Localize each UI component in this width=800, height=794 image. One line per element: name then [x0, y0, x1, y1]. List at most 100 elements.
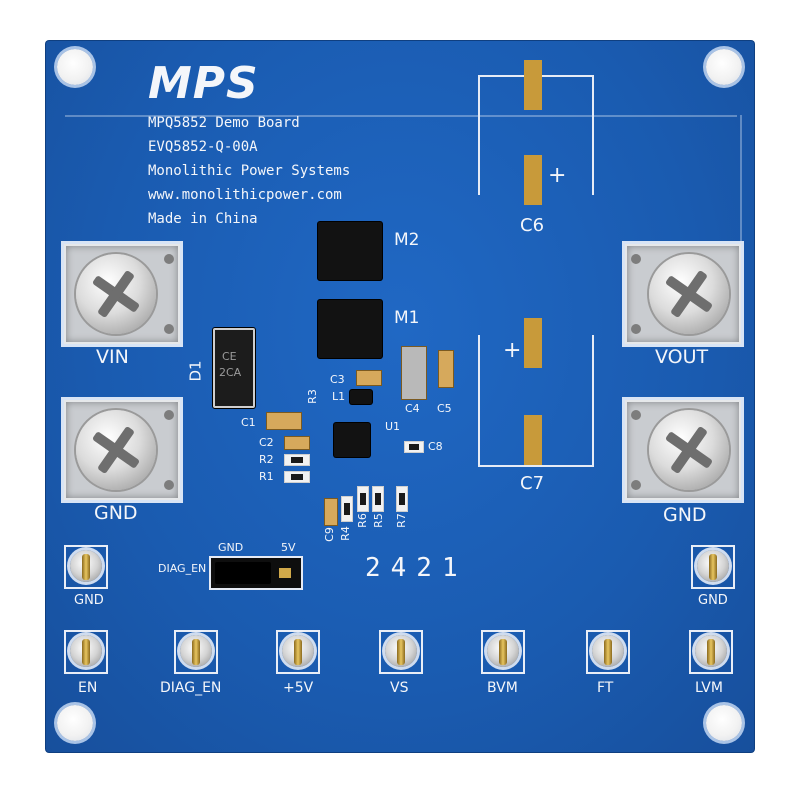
tp-bvm-label: BVM: [487, 680, 518, 696]
c9-part: [324, 498, 338, 526]
c9-label: C9: [322, 527, 336, 542]
tp-gnd-right-label: GND: [698, 593, 728, 608]
tp-gnd-right[interactable]: [697, 550, 729, 582]
mps-logo: MPS: [148, 58, 259, 109]
c1-part: [266, 412, 302, 430]
c3-label: C3: [330, 373, 345, 386]
tp-lvm-label: LVM: [695, 680, 723, 696]
terminal-vin-label: VIN: [96, 346, 129, 368]
c5-label: C5: [437, 402, 452, 415]
c7-pad-top: [524, 318, 542, 368]
mosfet-m2: [318, 222, 382, 280]
board-info-line1: MPQ5852 Demo Board: [148, 115, 300, 131]
c7-pad-bottom: [524, 415, 542, 465]
u1-label: U1: [385, 420, 401, 433]
r1-part: [284, 471, 310, 483]
r4-part: [341, 496, 353, 522]
d1-marking-top: CE: [222, 350, 237, 363]
tp-vs-frame: [379, 630, 423, 674]
c5-part: [438, 350, 454, 388]
board-trace-top: [65, 115, 737, 117]
c7-plus: +: [503, 338, 522, 363]
tp-5v-frame: [276, 630, 320, 674]
c6-label: C6: [520, 215, 545, 236]
c6-plus: +: [548, 163, 567, 188]
r5-part: [372, 486, 384, 512]
terminal-gnd-left-label: GND: [94, 502, 138, 524]
jumper-diag-en-label: DIAG_EN: [158, 562, 207, 575]
tp-vs-label: VS: [390, 680, 409, 696]
tp-lvm-frame: [689, 630, 733, 674]
l1-label: L1: [332, 390, 346, 403]
c8-label: C8: [428, 440, 443, 453]
tp-ft-frame: [586, 630, 630, 674]
tp-5v[interactable]: [282, 635, 314, 667]
d1-marking-bottom: 2CA: [219, 366, 242, 379]
tp-bvm-frame: [481, 630, 525, 674]
mounting-hole-bottom-right: [706, 705, 742, 741]
tp-en-frame: [64, 630, 108, 674]
c1-label: C1: [241, 416, 256, 429]
r3-label: R3: [305, 389, 319, 404]
board-trace-divider: [740, 115, 742, 327]
tp-bvm[interactable]: [487, 635, 519, 667]
tp-en[interactable]: [70, 635, 102, 667]
jumper-header[interactable]: [209, 556, 303, 590]
tp-gnd-left[interactable]: [70, 550, 102, 582]
mounting-hole-top-right: [706, 49, 742, 85]
r5-label: R5: [371, 513, 385, 528]
terminal-vout-label: VOUT: [655, 346, 709, 368]
mounting-hole-top-left: [57, 49, 93, 85]
jumper-shunt[interactable]: [215, 562, 271, 584]
m2-label: M2: [394, 230, 420, 250]
jumper-gnd-label: GND: [218, 541, 244, 554]
c2-part: [284, 436, 310, 450]
c6-pad-top: [524, 60, 542, 110]
c6-pad-bottom: [524, 155, 542, 205]
tp-5v-label: +5V: [283, 680, 314, 696]
c7-outline: [478, 335, 594, 467]
m1-label: M1: [394, 308, 420, 328]
mounting-hole-bottom-left: [57, 705, 93, 741]
r7-part: [396, 486, 408, 512]
screw-vin: [76, 254, 156, 334]
tp-diag-en-frame: [174, 630, 218, 674]
board-info-line4: www.monolithicpower.com: [148, 187, 342, 203]
r4-label: R4: [338, 526, 352, 541]
jumper-pin: [279, 568, 291, 578]
r1-label: R1: [259, 470, 274, 483]
d1-label: D1: [186, 360, 205, 382]
r2-label: R2: [259, 453, 274, 466]
terminal-gnd-right[interactable]: [625, 400, 741, 500]
tp-gnd-right-frame: [691, 545, 735, 589]
mosfet-m1: [318, 300, 382, 358]
tp-gnd-left-label: GND: [74, 593, 104, 608]
c7-label: C7: [520, 473, 545, 494]
controller-u1: [334, 423, 370, 457]
tp-diag-en-label: DIAG_EN: [160, 680, 222, 696]
terminal-gnd-left[interactable]: [64, 400, 180, 500]
tp-vs[interactable]: [385, 635, 417, 667]
screw-gnd-right: [649, 410, 729, 490]
terminal-vout[interactable]: [625, 244, 741, 344]
board-info-line2: EVQ5852-Q-00A: [148, 139, 258, 155]
inductor-l1: [350, 390, 372, 404]
tp-ft[interactable]: [592, 635, 624, 667]
c8-part: [404, 441, 424, 453]
tp-gnd-left-frame: [64, 545, 108, 589]
terminal-vin[interactable]: [64, 244, 180, 344]
board-info-line5: Made in China: [148, 211, 258, 227]
tp-diag-en[interactable]: [180, 635, 212, 667]
screw-gnd-left: [76, 410, 156, 490]
pcb-board: [45, 40, 755, 753]
r6-part: [357, 486, 369, 512]
tp-lvm[interactable]: [695, 635, 727, 667]
c4-part: [401, 346, 427, 400]
r6-label: R6: [355, 513, 369, 528]
board-info-line3: Monolithic Power Systems: [148, 163, 351, 179]
r7-label: R7: [394, 513, 408, 528]
c4-label: C4: [405, 402, 420, 415]
screw-vout: [649, 254, 729, 334]
terminal-gnd-right-label: GND: [663, 504, 707, 526]
r2-part: [284, 454, 310, 466]
